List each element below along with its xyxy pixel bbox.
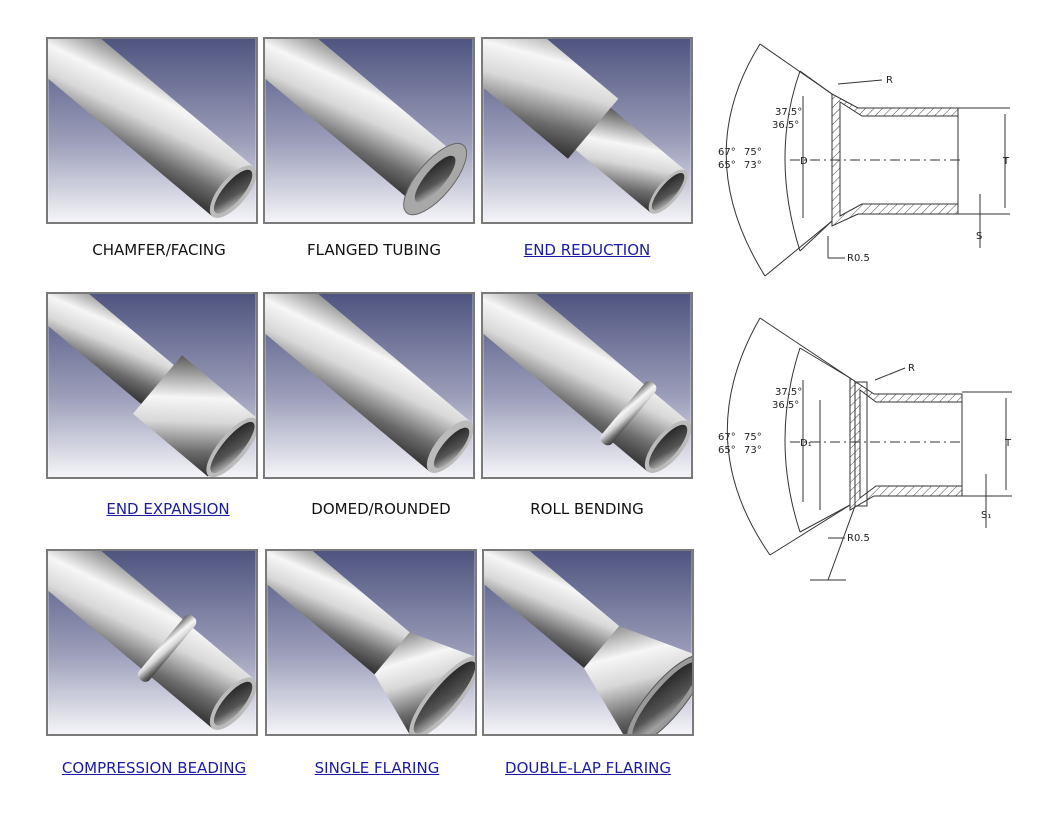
- angle-inner-b: 36.5°: [772, 120, 799, 131]
- tile-flanged-tubing: [263, 37, 475, 224]
- radius-label: R: [886, 75, 893, 86]
- tube-image: [483, 294, 691, 477]
- tile-double-lap-flaring[interactable]: [482, 549, 694, 736]
- side-label: S: [976, 231, 982, 242]
- tile-compression-beading[interactable]: [46, 549, 258, 736]
- angle-inner-a: 37.5°: [775, 387, 802, 398]
- tile-end-reduction[interactable]: [481, 37, 693, 224]
- tile-link-end-reduction[interactable]: END REDUCTION: [523, 241, 651, 259]
- tube-image: [265, 294, 473, 477]
- angle-outer-a: 67°: [718, 147, 736, 158]
- angle-mid-a: 75°: [744, 147, 762, 158]
- angle-outer-a: 67°: [718, 432, 736, 443]
- tube-image: [48, 39, 256, 222]
- tube-image: [484, 551, 692, 734]
- tile-roll-bending: [481, 292, 693, 479]
- tube-image: [48, 551, 256, 734]
- radius-label: R: [908, 363, 915, 374]
- tile-label: ROLL BENDING: [530, 500, 644, 518]
- angle-outer-b: 65°: [718, 160, 736, 171]
- tube-image: [265, 39, 473, 222]
- flare-diagram-top: R 37.5° 36.5° 67° 65° 75° 73° D T S R0.5: [700, 36, 1030, 286]
- corner-radius-label: R0.5: [847, 533, 870, 544]
- tile-label: CHAMFER/FACING: [92, 241, 226, 259]
- tube-image: [267, 551, 475, 734]
- tile-link-end-expansion[interactable]: END EXPANSION: [106, 500, 230, 518]
- tile-link-single-flaring[interactable]: SINGLE FLARING: [314, 759, 440, 777]
- angle-mid-b: 73°: [744, 160, 762, 171]
- angle-outer-b: 65°: [718, 445, 736, 456]
- tile-domed-rounded: [263, 292, 475, 479]
- tube-image: [48, 294, 256, 477]
- tile-label: DOMED/ROUNDED: [311, 500, 451, 518]
- angle-mid-b: 73°: [744, 445, 762, 456]
- angle-mid-a: 75°: [744, 432, 762, 443]
- diameter-label: D₁: [800, 438, 812, 449]
- angle-inner-b: 36.5°: [772, 400, 799, 411]
- tile-link-double-lap-flaring[interactable]: DOUBLE-LAP FLARING: [505, 759, 671, 777]
- tile-label: FLANGED TUBING: [307, 241, 441, 259]
- flare-diagram-bottom: R 37.5° 36.5° 67° 65° 75° 73° D₁ T S₁ R0…: [700, 310, 1030, 590]
- thickness-label: T: [1002, 156, 1010, 167]
- diameter-label: D: [800, 156, 808, 167]
- tube-image: [483, 39, 691, 222]
- corner-radius-label: R0.5: [847, 253, 870, 264]
- tile-end-expansion[interactable]: [46, 292, 258, 479]
- angle-inner-a: 37.5°: [775, 107, 802, 118]
- tile-chamfer-facing: [46, 37, 258, 224]
- tile-link-compression-beading[interactable]: COMPRESSION BEADING: [61, 759, 247, 777]
- tile-single-flaring[interactable]: [265, 549, 477, 736]
- thickness-label: T: [1004, 438, 1012, 449]
- side-label: S₁: [981, 510, 991, 521]
